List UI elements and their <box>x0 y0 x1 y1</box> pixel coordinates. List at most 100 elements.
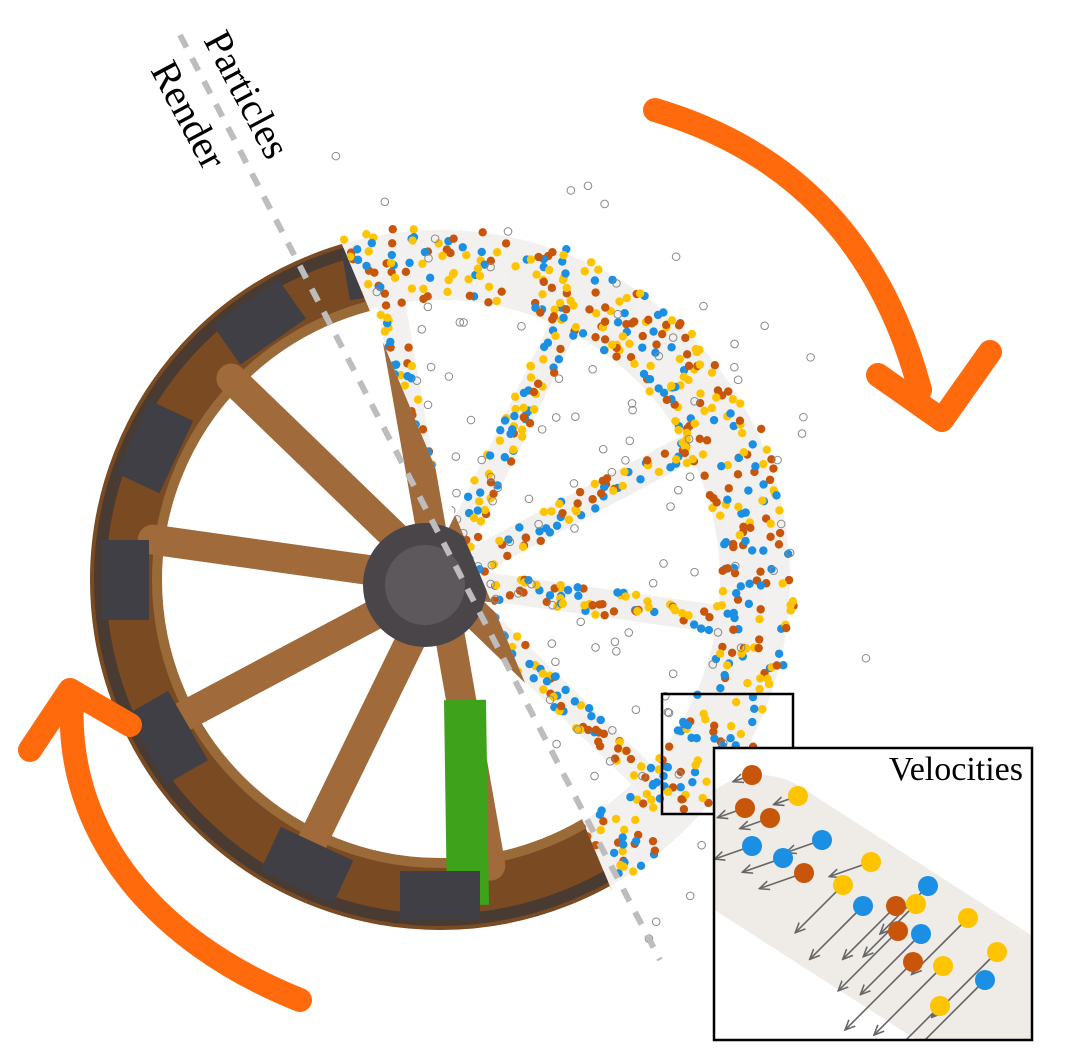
particle <box>735 530 744 540</box>
particle-empty <box>300 679 310 688</box>
particle <box>591 504 600 513</box>
particle-empty <box>664 708 674 718</box>
particle <box>755 684 764 694</box>
particle <box>669 603 678 613</box>
particle <box>618 847 627 856</box>
particle <box>517 425 527 435</box>
particle <box>767 564 776 574</box>
particle-empty <box>576 617 586 627</box>
particle <box>610 754 620 763</box>
particle <box>539 277 548 287</box>
particle <box>473 264 483 273</box>
particle-empty <box>466 415 476 425</box>
particle <box>723 495 732 504</box>
particle <box>762 445 772 454</box>
velocities-inset: Velocities <box>712 746 1034 1042</box>
particle-empty <box>417 325 427 334</box>
particle-empty <box>451 452 461 461</box>
particle-empty <box>345 431 355 441</box>
particle <box>704 625 714 635</box>
velocity-particle <box>773 848 793 868</box>
particle <box>675 354 685 364</box>
particle-empty <box>551 657 560 667</box>
particle <box>702 436 712 445</box>
particle <box>651 348 660 357</box>
particle <box>571 323 581 332</box>
iron-band <box>212 279 306 365</box>
particle <box>739 522 748 532</box>
particle <box>680 448 690 458</box>
particle <box>519 403 528 413</box>
particle <box>538 290 547 299</box>
particle-empty <box>186 610 194 618</box>
particle-empty <box>32 542 40 550</box>
particle <box>596 489 606 498</box>
particle <box>438 251 447 261</box>
particle <box>574 591 583 601</box>
particle <box>580 601 589 610</box>
particle <box>542 677 552 686</box>
particle-empty <box>591 643 600 652</box>
particle <box>548 247 557 257</box>
particle <box>635 289 645 298</box>
particle <box>555 298 565 308</box>
particle-empty <box>600 199 609 209</box>
particle <box>709 415 719 425</box>
iron-band <box>101 540 149 620</box>
particle-empty <box>537 425 547 434</box>
velocity-particle <box>918 876 938 896</box>
particle-empty <box>588 364 597 374</box>
particle-empty <box>294 365 303 374</box>
particle <box>576 725 585 735</box>
particle <box>418 425 428 434</box>
velocity-particle <box>735 798 755 818</box>
particle <box>633 606 642 616</box>
particle <box>615 737 624 747</box>
particle-empty <box>547 639 557 648</box>
particle-empty <box>367 1003 376 1012</box>
particle <box>353 255 363 265</box>
particle <box>509 445 518 454</box>
particle-empty <box>521 729 530 739</box>
particle <box>716 684 725 693</box>
particle <box>400 381 409 390</box>
particle <box>750 704 759 714</box>
particle <box>538 669 548 678</box>
particle <box>710 734 719 743</box>
particle-empty <box>651 917 661 927</box>
particle-empty <box>125 822 133 830</box>
particle <box>690 767 700 777</box>
particle <box>397 298 406 307</box>
velocity-particle <box>742 836 762 856</box>
particle-empty <box>309 930 319 939</box>
particle <box>362 230 371 239</box>
particle <box>539 507 549 517</box>
particle <box>630 317 639 326</box>
particle <box>728 395 738 404</box>
particle <box>387 239 397 248</box>
particle-empty <box>306 497 316 507</box>
particle-empty <box>240 740 242 749</box>
particle-empty <box>545 695 555 705</box>
particle-empty <box>554 374 564 383</box>
particle <box>679 804 689 814</box>
particle <box>526 255 536 264</box>
particle <box>529 405 539 414</box>
particle <box>556 701 566 711</box>
particle-empty <box>411 1010 421 1019</box>
particle <box>646 361 655 371</box>
particle <box>775 506 784 515</box>
particle-empty <box>459 318 468 327</box>
particle <box>716 511 725 520</box>
particle <box>625 339 634 348</box>
velocity-arrow <box>874 965 944 1035</box>
particle <box>707 368 717 377</box>
particle <box>742 644 751 653</box>
particle <box>674 425 683 435</box>
particle <box>511 262 520 271</box>
particle <box>408 236 417 245</box>
particle <box>470 476 479 485</box>
particle <box>529 387 539 397</box>
particle <box>480 505 490 515</box>
particle <box>681 333 690 343</box>
